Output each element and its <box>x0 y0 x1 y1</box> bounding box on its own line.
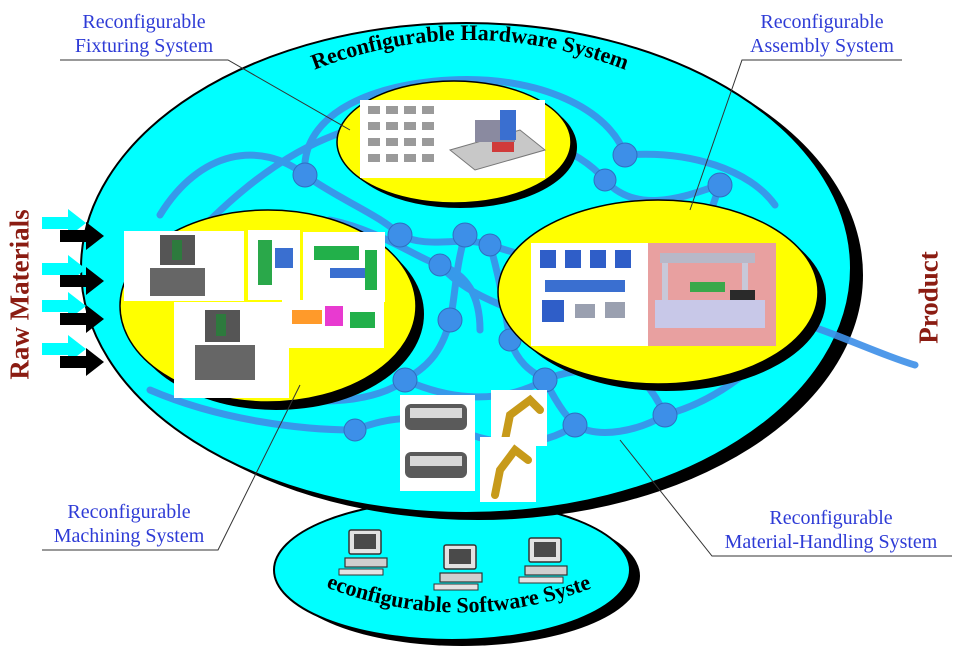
product-label: Product <box>913 251 944 344</box>
machining-label-line2: Machining System <box>53 525 205 547</box>
assembly-label-line2: Assembly System <box>750 35 894 57</box>
machining-system-label: Reconfigurable Machining System <box>38 500 220 548</box>
software-ellipse <box>273 499 631 641</box>
leader-lines <box>42 59 952 557</box>
assembly-images <box>531 243 776 346</box>
material-handling-label-line1: Reconfigurable <box>769 507 893 529</box>
fixturing-label-line1: Reconfigurable <box>82 11 206 33</box>
material-handling-system-label: Reconfigurable Material-Handling System <box>706 506 956 554</box>
material-handling-label-line2: Material-Handling System <box>724 531 938 553</box>
machining-images <box>124 230 385 398</box>
machining-label-line1: Reconfigurable <box>67 501 191 523</box>
raw-materials-label: Raw Materials <box>4 209 35 380</box>
fixturing-system-label: Reconfigurable Fixturing System <box>60 10 228 58</box>
fixturing-label-line2: Fixturing System <box>74 35 214 57</box>
assembly-label-line1: Reconfigurable <box>760 11 884 33</box>
assembly-system-label: Reconfigurable Assembly System <box>742 10 902 58</box>
material-handling-images <box>400 390 547 502</box>
fixturing-image <box>360 100 547 178</box>
